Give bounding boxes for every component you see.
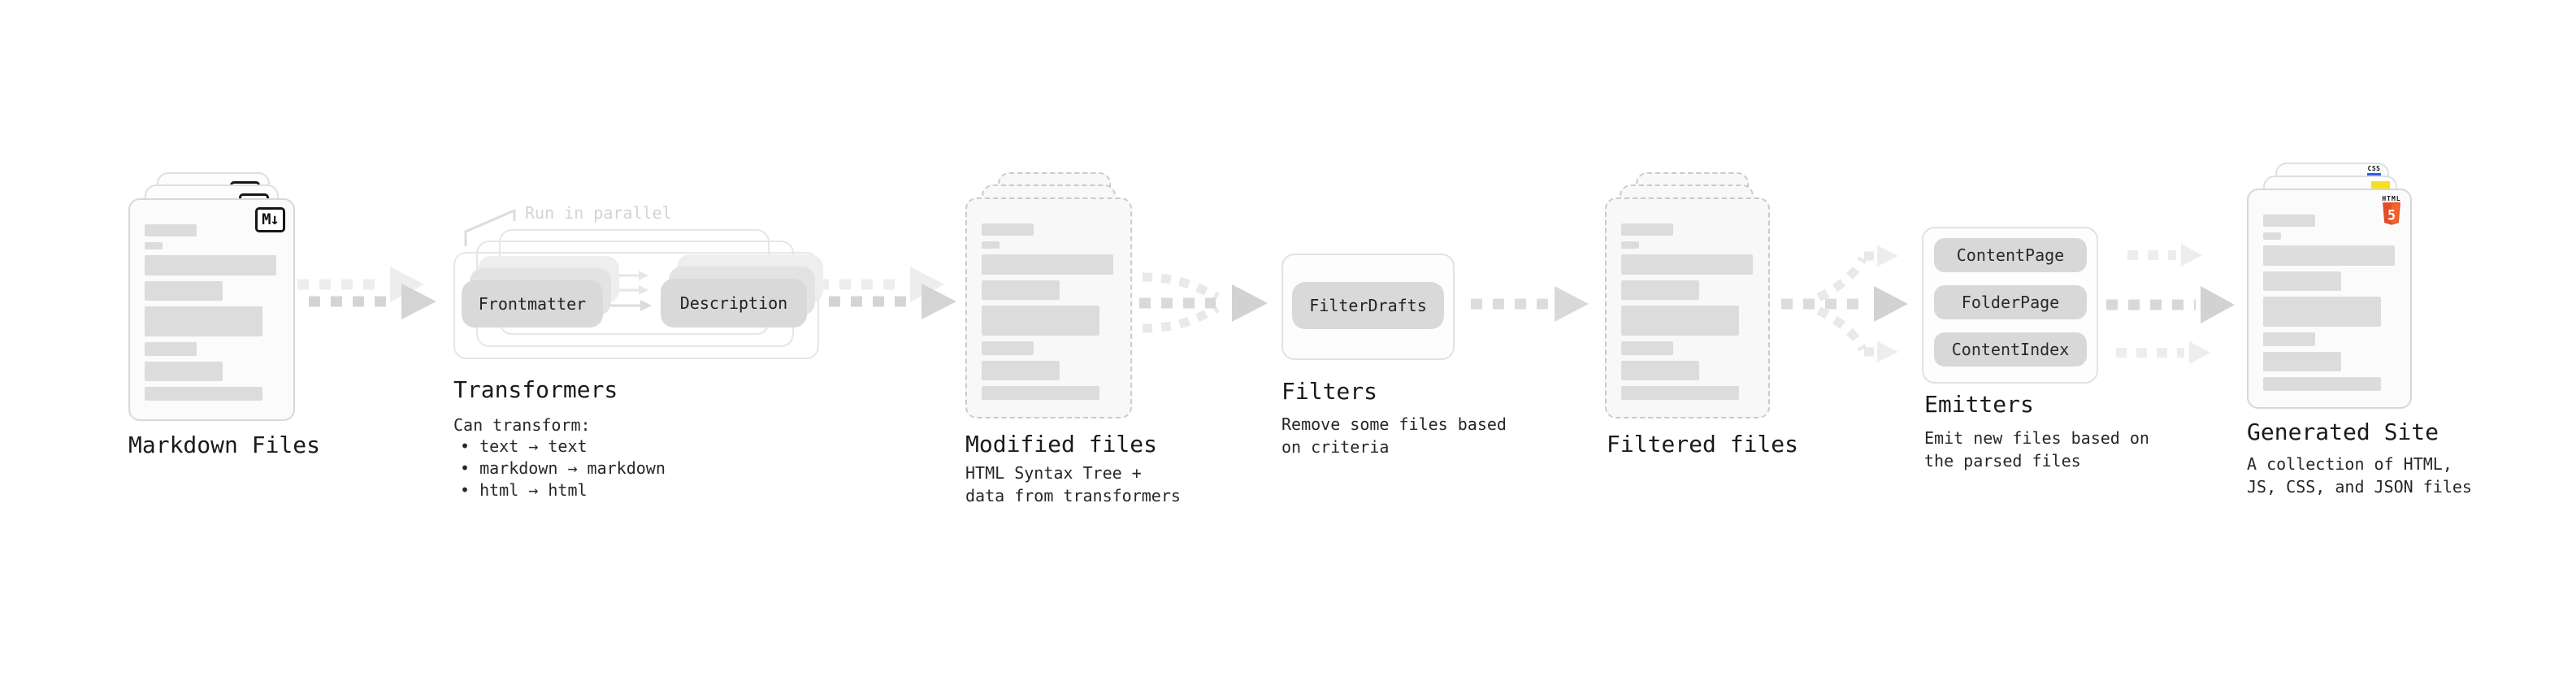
transformers-desc-title: Can transform: bbox=[453, 415, 591, 435]
modified-file-card-front bbox=[965, 197, 1132, 419]
modified-files-desc: HTML Syntax Tree + bbox=[965, 463, 1142, 483]
filters-desc: on criteria bbox=[1281, 437, 1390, 457]
arrow-transformers-to-modified bbox=[817, 267, 956, 319]
contentpage-pill: ContentPage bbox=[1934, 238, 2087, 272]
generated-file-card-front: HTML 5 bbox=[2247, 189, 2412, 409]
transformer-box-front bbox=[453, 252, 819, 359]
filters-desc: Remove some files based bbox=[1281, 414, 1507, 434]
html5-icon: HTML 5 bbox=[2381, 195, 2402, 227]
generated-site-desc: A collection of HTML, bbox=[2247, 454, 2452, 474]
doc-placeholder-bars bbox=[2263, 215, 2395, 391]
filtered-file-card-front bbox=[1605, 197, 1770, 419]
filterdrafts-pill: FilterDrafts bbox=[1292, 282, 1444, 329]
generated-site-label: Generated Site bbox=[2247, 419, 2439, 445]
markdown-icon: M↓ bbox=[255, 207, 285, 232]
generated-site-desc: JS, CSS, and JSON files bbox=[2247, 477, 2472, 497]
emitters-desc: the parsed files bbox=[1924, 451, 2081, 471]
emitters-desc: Emit new files based on bbox=[1924, 428, 2149, 448]
css-icon: CSS bbox=[2367, 166, 2381, 176]
run-in-parallel-callout-line bbox=[464, 209, 516, 246]
contentindex-pill: ContentIndex bbox=[1934, 332, 2087, 367]
arrow-filters-to-filtered bbox=[1471, 286, 1589, 322]
markdown-files-label: Markdown Files bbox=[128, 432, 321, 458]
emitters-label: Emitters bbox=[1924, 391, 2034, 418]
doc-placeholder-bars bbox=[982, 223, 1113, 400]
transformers-bullet: • text → text bbox=[460, 436, 588, 456]
filtered-files-label: Filtered files bbox=[1607, 431, 1799, 458]
transformers-label: Transformers bbox=[453, 376, 618, 403]
arrow-filtered-to-emitters bbox=[1781, 245, 1908, 362]
transformers-bullet: • markdown → markdown bbox=[460, 458, 666, 478]
svg-text:5: 5 bbox=[2387, 208, 2396, 223]
arrow-modified-to-filters bbox=[1139, 272, 1268, 333]
transformers-bullet: • html → html bbox=[460, 480, 588, 500]
javascript-icon bbox=[2371, 181, 2390, 189]
doc-placeholder-bars bbox=[145, 224, 276, 401]
doc-placeholder-bars bbox=[1621, 223, 1753, 400]
modified-files-label: Modified files bbox=[965, 431, 1158, 458]
description-pill: Description bbox=[661, 279, 807, 327]
arrow-markdown-to-transformers bbox=[297, 267, 436, 319]
folderpage-pill: FolderPage bbox=[1934, 285, 2087, 319]
run-in-parallel-note: Run in parallel bbox=[525, 203, 672, 223]
arrow-emitters-to-generated bbox=[2106, 244, 2235, 364]
markdown-file-card-front: M↓ bbox=[128, 198, 295, 421]
frontmatter-pill: Frontmatter bbox=[462, 280, 603, 327]
filters-label: Filters bbox=[1281, 378, 1378, 405]
modified-files-desc: data from transformers bbox=[965, 486, 1181, 505]
